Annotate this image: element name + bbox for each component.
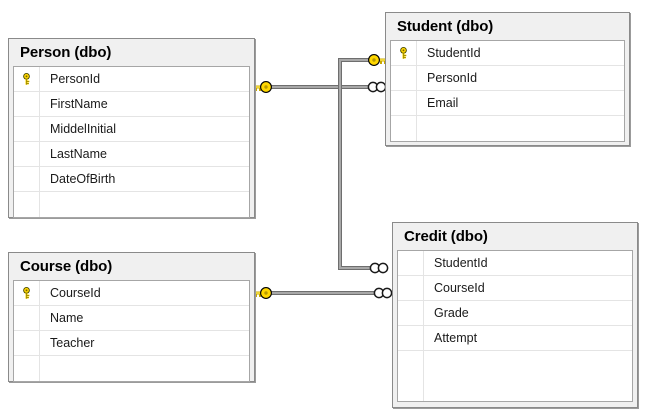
column-name: DateOfBirth <box>50 171 116 186</box>
column-gutter <box>391 116 417 141</box>
column-name: PersonId <box>427 70 478 85</box>
column-row-empty[interactable] <box>14 356 249 381</box>
key-icon-course-courseid <box>253 287 272 299</box>
column-gutter <box>14 306 40 330</box>
column-gutter <box>14 167 40 191</box>
infinity-icon-credit-courseid <box>373 287 393 299</box>
column-name: Email <box>427 95 459 110</box>
column-name: StudentId <box>434 255 488 270</box>
column-gutter <box>14 281 40 305</box>
column-row[interactable]: Teacher <box>14 331 249 356</box>
column-gutter <box>14 117 40 141</box>
column-row[interactable]: Attempt <box>398 326 632 351</box>
key-icon-person-personid <box>253 81 272 93</box>
column-name: FirstName <box>50 96 108 111</box>
entity-title-person: Person (dbo) <box>9 39 254 66</box>
column-gutter <box>391 41 417 65</box>
column-gutter <box>14 331 40 355</box>
infinity-icon-student-personid <box>367 81 387 93</box>
column-row[interactable]: MiddelInitial <box>14 117 249 142</box>
relationship-course-credit[interactable] <box>266 291 382 295</box>
column-gutter <box>14 67 40 91</box>
column-gutter <box>14 356 40 381</box>
column-name: CourseId <box>434 280 485 295</box>
column-row-empty[interactable] <box>398 376 632 401</box>
column-row[interactable]: CourseId <box>14 281 249 306</box>
column-gutter <box>391 66 417 90</box>
column-gutter <box>398 326 424 350</box>
column-gutter <box>14 192 40 217</box>
column-row[interactable]: Grade <box>398 301 632 326</box>
column-name: LastName <box>50 146 107 161</box>
column-gutter <box>398 351 424 376</box>
column-name: PersonId <box>50 71 101 86</box>
column-gutter <box>14 142 40 166</box>
infinity-icon-credit-studentid <box>369 262 389 274</box>
entity-title-credit: Credit (dbo) <box>393 223 637 250</box>
column-row[interactable]: DateOfBirth <box>14 167 249 192</box>
column-row-empty[interactable] <box>398 351 632 376</box>
column-row[interactable]: StudentId <box>391 41 624 66</box>
entity-title-course: Course (dbo) <box>9 253 254 280</box>
column-gutter <box>398 376 424 401</box>
column-name: StudentId <box>427 45 481 60</box>
column-row[interactable]: CourseId <box>398 276 632 301</box>
column-gutter <box>391 91 417 115</box>
primary-key-icon <box>400 46 407 59</box>
column-gutter <box>398 276 424 300</box>
column-name: Teacher <box>50 335 95 350</box>
relationship-person-student[interactable] <box>266 85 375 89</box>
column-row-empty[interactable] <box>391 116 624 141</box>
column-row[interactable]: PersonId <box>391 66 624 91</box>
column-name: MiddelInitial <box>50 121 117 136</box>
column-gutter <box>398 251 424 275</box>
entity-title-student: Student (dbo) <box>386 13 629 40</box>
column-row[interactable]: FirstName <box>14 92 249 117</box>
column-row[interactable]: StudentId <box>398 251 632 276</box>
column-row[interactable]: Name <box>14 306 249 331</box>
column-name: Attempt <box>434 330 478 345</box>
primary-key-icon <box>23 72 30 85</box>
column-name: CourseId <box>50 285 101 300</box>
column-row-empty[interactable] <box>14 192 249 217</box>
column-gutter <box>14 92 40 116</box>
column-row[interactable]: Email <box>391 91 624 116</box>
column-name: Name <box>50 310 84 325</box>
column-row[interactable]: LastName <box>14 142 249 167</box>
column-gutter <box>398 301 424 325</box>
primary-key-icon <box>23 286 30 299</box>
relationship-student-credit[interactable] <box>338 58 376 270</box>
column-row[interactable]: PersonId <box>14 67 249 92</box>
column-name: Grade <box>434 305 469 320</box>
